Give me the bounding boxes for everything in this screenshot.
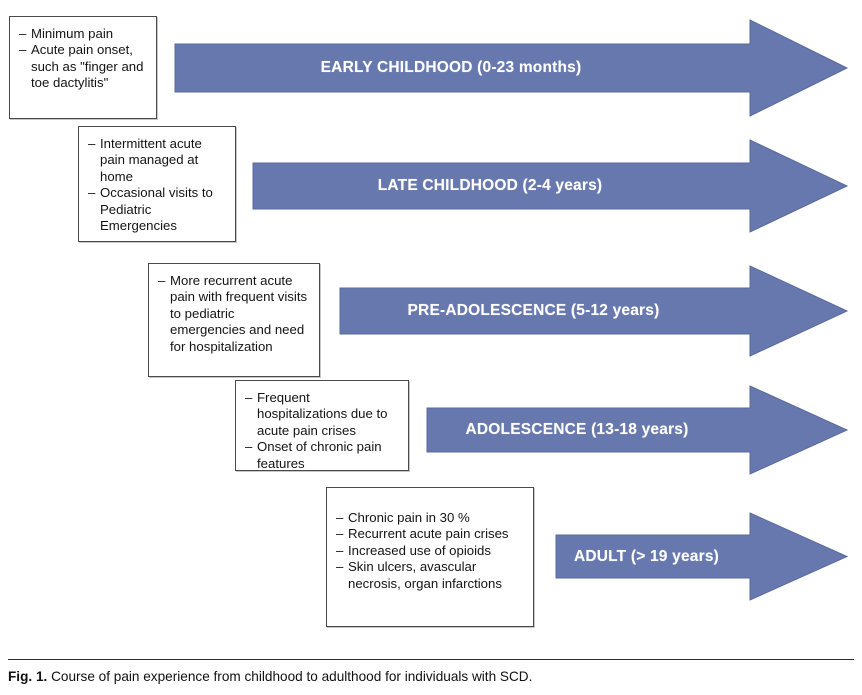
- stage-box-adult: Chronic pain in 30 % Recurrent acute pai…: [326, 487, 534, 627]
- stage-box-adolescence: Frequent hospitalizations due to acute p…: [235, 380, 409, 471]
- bullet-list: More recurrent acute pain with frequent …: [158, 273, 310, 355]
- arrow-label: EARLY CHILDHOOD (0-23 months): [175, 20, 847, 116]
- arrow-label-text: ADULT (> 19 years): [573, 547, 719, 565]
- arrow-label: PRE-ADOLESCENCE (5-12 years): [340, 266, 847, 356]
- arrow-shape-icon: [426, 385, 849, 475]
- list-item: Onset of chronic pain features: [245, 439, 399, 472]
- list-item: Chronic pain in 30 %: [336, 510, 524, 527]
- list-item: Skin ulcers, avascular necrosis, organ i…: [336, 559, 524, 592]
- list-item: Occasional visits to Pediatric Emergenci…: [88, 185, 226, 234]
- stage-box-early-childhood: Minimum pain Acute pain onset, such as "…: [9, 16, 157, 119]
- list-item: Recurrent acute pain crises: [336, 526, 524, 543]
- arrow-label-text: PRE-ADOLESCENCE (5-12 years): [407, 302, 660, 319]
- bullet-list: Intermittent acute pain managed at home …: [88, 136, 226, 234]
- list-item: Increased use of opioids: [336, 543, 524, 560]
- stage-arrow-pre-adolescence: PRE-ADOLESCENCE (5-12 years): [339, 265, 849, 357]
- arrow-shape-icon: [252, 139, 849, 233]
- figure-caption: Fig. 1. Course of pain experience from c…: [8, 668, 854, 686]
- arrow-label-text: ADOLESCENCE (13-18 years): [465, 421, 689, 438]
- arrow-shape-icon: [174, 19, 849, 117]
- stage-box-pre-adolescence: More recurrent acute pain with frequent …: [148, 263, 320, 377]
- bullet-list: Frequent hospitalizations due to acute p…: [245, 390, 399, 472]
- bullet-list: Chronic pain in 30 % Recurrent acute pai…: [336, 510, 524, 592]
- stage-arrow-adult: ADULT (> 19 years): [555, 512, 849, 601]
- list-item: More recurrent acute pain with frequent …: [158, 273, 310, 355]
- arrow-label: ADOLESCENCE (13-18 years): [427, 386, 847, 474]
- list-item: Minimum pain: [19, 26, 147, 43]
- arrow-shape-icon: [339, 265, 849, 357]
- stage-arrow-late-childhood: LATE CHILDHOOD (2-4 years): [252, 139, 849, 233]
- caption-label: Fig. 1.: [8, 669, 48, 684]
- caption-text: Course of pain experience from childhood…: [51, 669, 533, 684]
- list-item: Acute pain onset, such as "finger and to…: [19, 42, 147, 91]
- arrow-label: ADULT (> 19 years): [556, 513, 847, 600]
- stage-arrow-early-childhood: EARLY CHILDHOOD (0-23 months): [174, 19, 849, 117]
- list-item: Frequent hospitalizations due to acute p…: [245, 390, 399, 439]
- arrow-label-text: EARLY CHILDHOOD (0-23 months): [320, 59, 582, 76]
- list-item: Intermittent acute pain managed at home: [88, 136, 226, 185]
- bullet-list: Minimum pain Acute pain onset, such as "…: [19, 26, 147, 92]
- stage-arrow-adolescence: ADOLESCENCE (13-18 years): [426, 385, 849, 475]
- arrow-label-text: LATE CHILDHOOD (2-4 years): [377, 177, 603, 194]
- stage-box-late-childhood: Intermittent acute pain managed at home …: [78, 126, 236, 242]
- arrow-label: LATE CHILDHOOD (2-4 years): [253, 140, 847, 232]
- arrow-shape-icon: [555, 512, 849, 601]
- caption-divider: [8, 659, 854, 660]
